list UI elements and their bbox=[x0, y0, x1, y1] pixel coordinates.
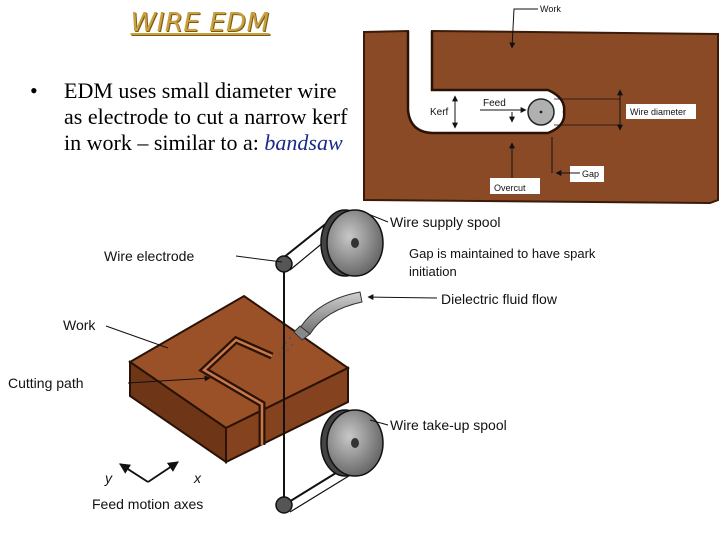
label-gap-note-line1: Gap is maintained to have spark bbox=[409, 246, 596, 261]
label-feed-motion-axes: Feed motion axes bbox=[92, 496, 203, 512]
label-gap-note-line2: initiation bbox=[409, 264, 457, 279]
kerf-label-work: Work bbox=[540, 4, 561, 14]
bullet-emphasis: bandsaw bbox=[264, 130, 343, 155]
lower-guide-pulley bbox=[275, 496, 293, 514]
feed-motion-axes: y x Feed motion axes bbox=[92, 461, 203, 512]
kerf-label-wire-diameter: Wire diameter bbox=[630, 107, 686, 117]
kerf-label-overcut: Overcut bbox=[494, 183, 526, 193]
wire-supply-spool-graphic bbox=[320, 209, 384, 277]
axis-label-y: y bbox=[104, 470, 113, 486]
kerf-label-gap: Gap bbox=[582, 169, 599, 179]
axis-label-x: x bbox=[193, 470, 202, 486]
upper-guide-pulley bbox=[275, 255, 293, 273]
dielectric-nozzle bbox=[279, 291, 363, 355]
label-dielectric-fluid-flow: Dielectric fluid flow bbox=[441, 291, 558, 307]
label-cutting-path: Cutting path bbox=[8, 375, 84, 391]
bullet-marker: • bbox=[30, 78, 38, 103]
label-wire-supply-spool: Wire supply spool bbox=[390, 214, 501, 230]
workpiece-right-face bbox=[225, 366, 349, 464]
bullet-text-block: EDM uses small diameter wire as electrod… bbox=[64, 78, 354, 156]
label-wire-electrode: Wire electrode bbox=[104, 248, 194, 264]
slide-title: WIRE EDM bbox=[130, 8, 270, 38]
kerf-label-feed: Feed bbox=[483, 98, 506, 109]
label-work: Work bbox=[63, 317, 96, 333]
wire-takeup-spool-graphic bbox=[320, 409, 384, 477]
label-wire-takeup-spool: Wire take-up spool bbox=[390, 417, 507, 433]
bullet-text: EDM uses small diameter wire as electrod… bbox=[64, 78, 348, 155]
kerf-diagram: Feed Kerf Wire diameter Work Overcut Gap bbox=[363, 2, 719, 205]
machine-diagram: Wire supply spool Gap is maintained to h… bbox=[8, 209, 596, 514]
kerf-label-kerf: Kerf bbox=[430, 107, 449, 118]
